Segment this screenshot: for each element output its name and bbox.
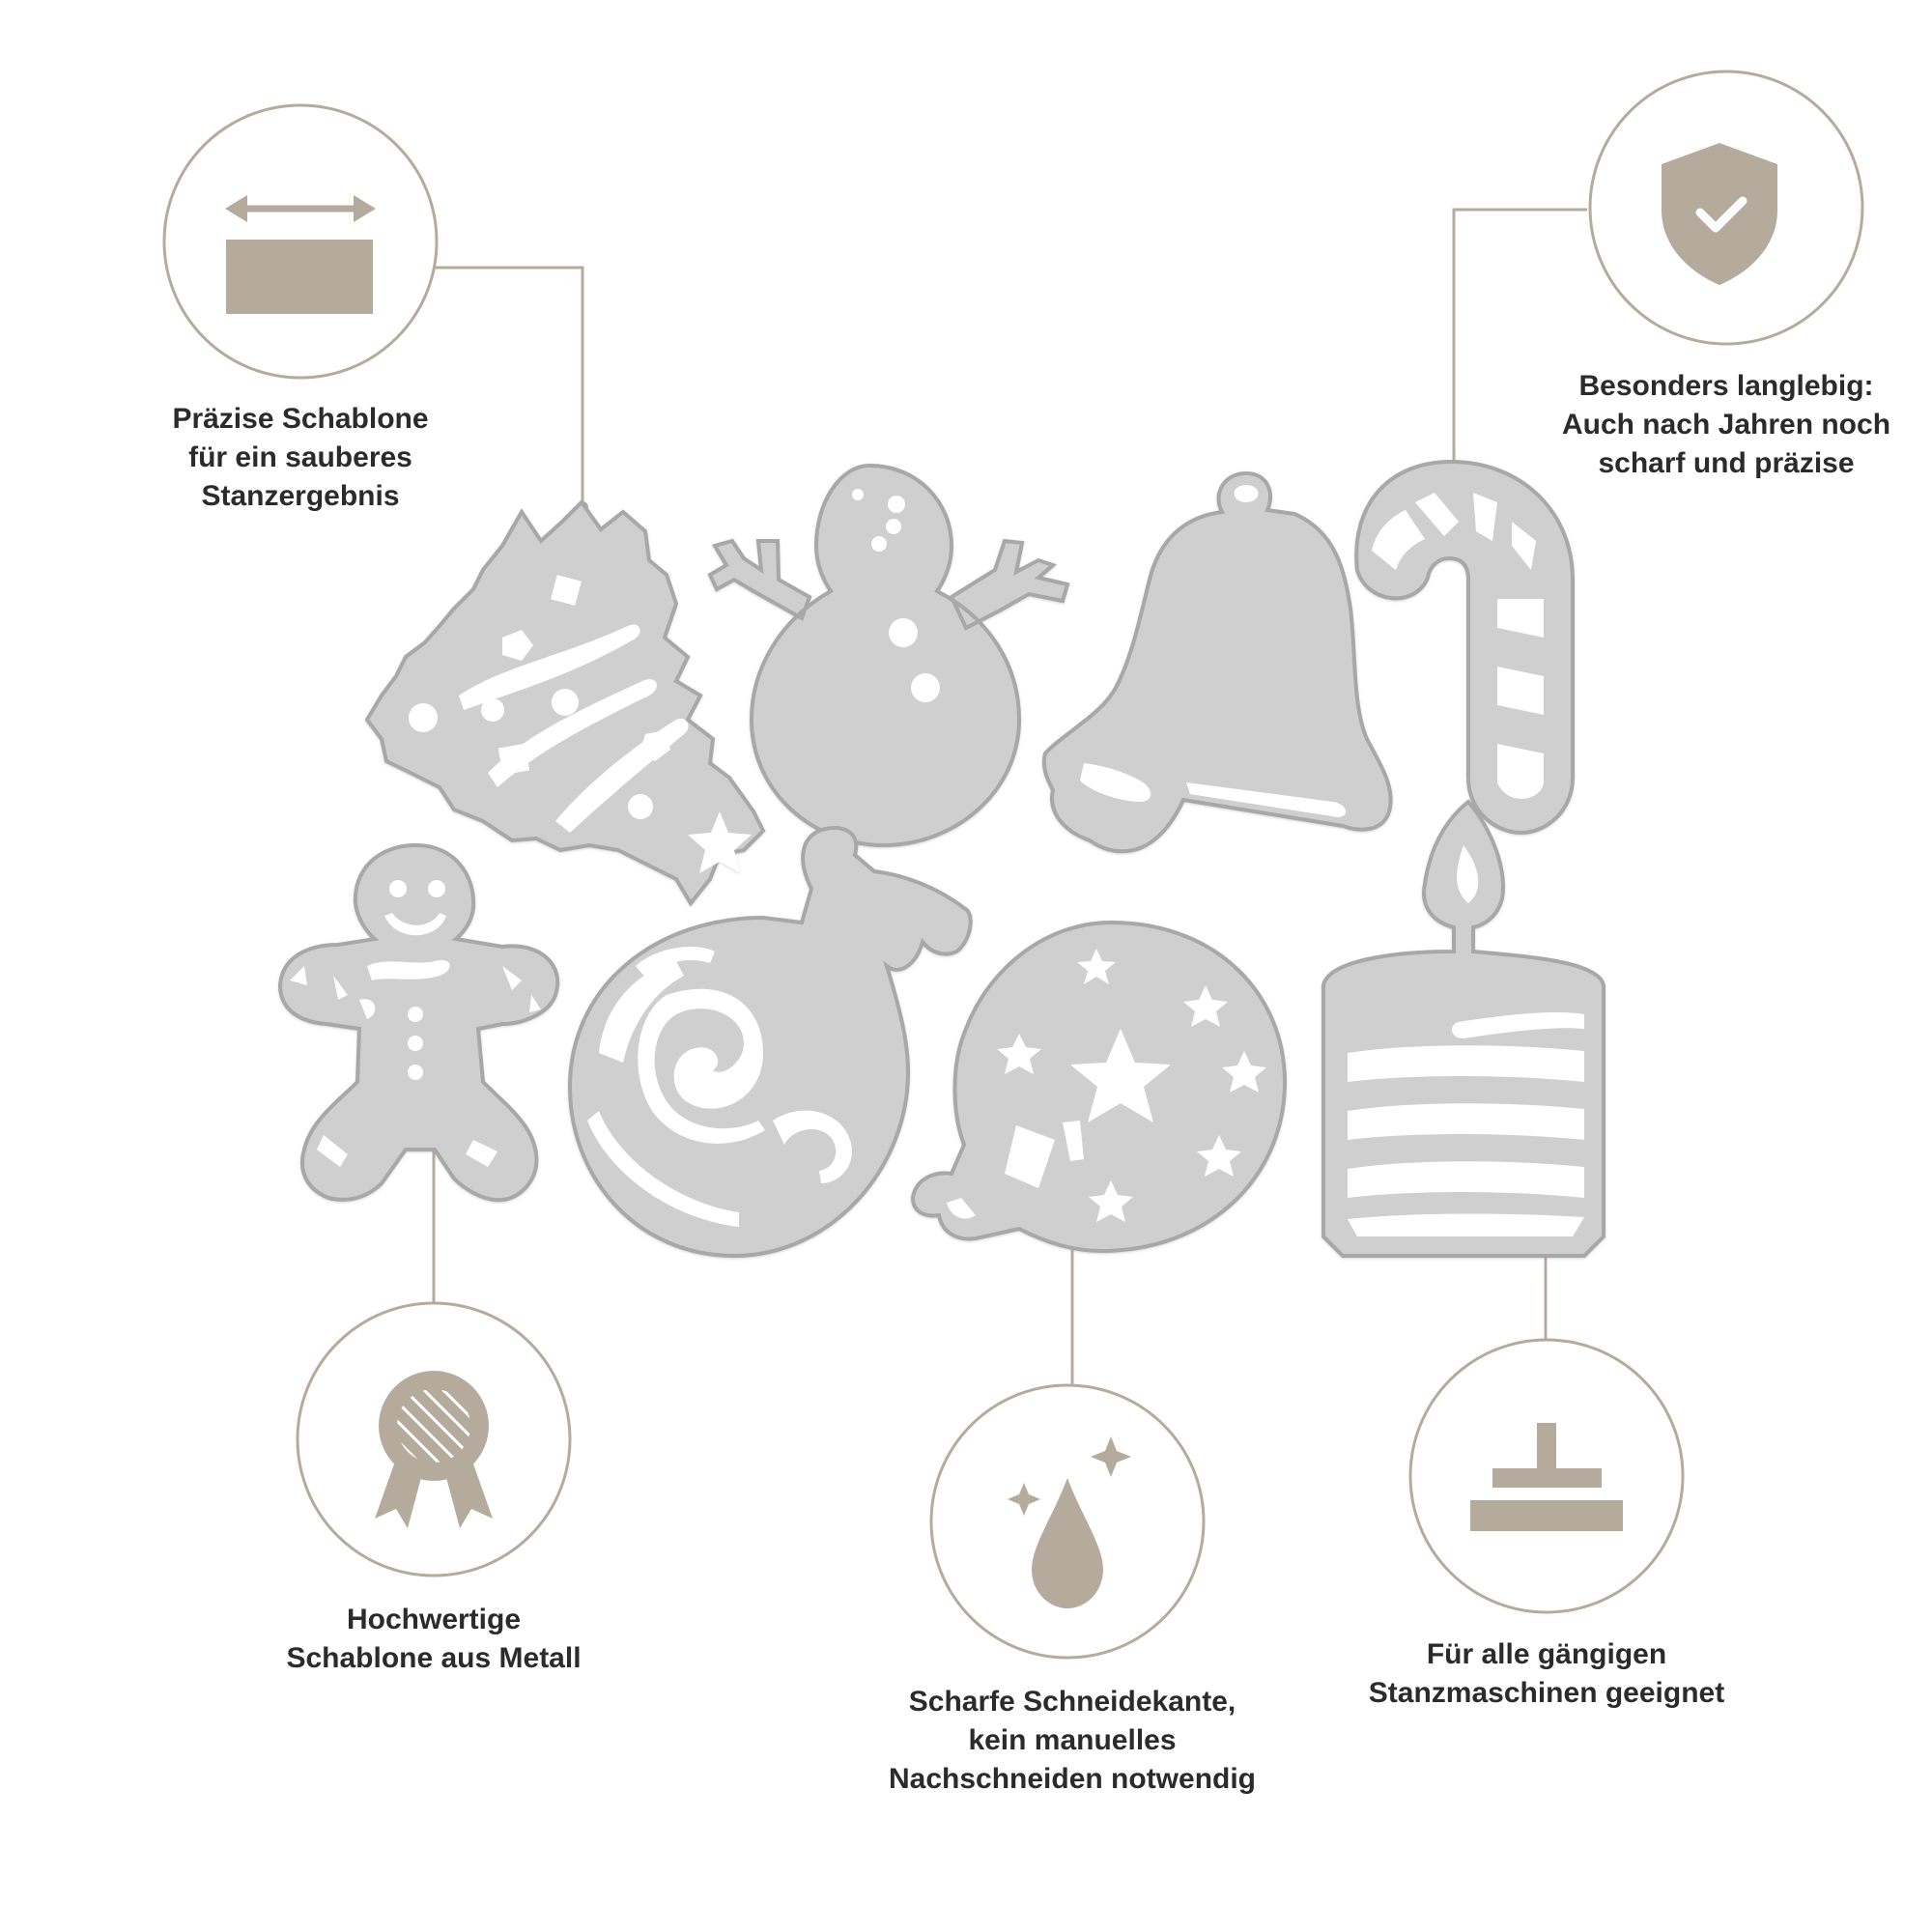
ornament-swirl-die (567, 826, 973, 1259)
caption-line: Stanzmaschinen geeignet (1368, 1677, 1725, 1709)
sharp-edge-icon (1008, 1436, 1131, 1608)
christmas-tree-die (364, 498, 766, 907)
caption-line: Besonders langlebig: (1578, 370, 1874, 402)
stamping-machine-icon (1470, 1423, 1623, 1531)
caption-line: Hochwertige (346, 1604, 522, 1635)
gingerbread-man-die (277, 842, 560, 1203)
cutting-dies (277, 459, 1605, 1259)
feature-caption-3: Hochwertige Schablone aus Metall (241, 1601, 627, 1678)
caption-line: Auch nach Jahren noch (1561, 409, 1891, 440)
caption-line: Schablone aus Metall (286, 1642, 582, 1674)
caption-line: Präzise Schablone (172, 403, 429, 435)
caption-line: scharf und präzise (1598, 447, 1855, 479)
bell-die (1041, 470, 1393, 854)
snowman-die (707, 463, 1070, 848)
caption-line: Für alle gängigen (1426, 1638, 1667, 1670)
connector-line-1 (435, 266, 584, 507)
ornament-stars-die (910, 920, 1288, 1254)
connector-line-2 (1452, 208, 1587, 469)
caption-line: Nachschneiden notwendig (888, 1763, 1257, 1795)
caption-line: Scharfe Schneidekante, (908, 1686, 1236, 1718)
caption-line: für ein sauberes (188, 441, 412, 473)
feature-caption-2: Besonders langlebig: Auch nach Jahren no… (1533, 367, 1919, 483)
shield-check-icon (1662, 143, 1777, 285)
width-dimension-icon (225, 195, 376, 314)
connector-lines (432, 208, 1587, 1384)
caption-line: Stanzergebnis (201, 480, 400, 512)
feature-caption-5: Für alle gängigen Stanzmaschinen geeigne… (1334, 1635, 1759, 1713)
candy-cane-die (1354, 459, 1575, 836)
candle-die (1321, 799, 1605, 1258)
caption-line: kein manuelles (968, 1724, 1177, 1756)
feature-caption-1: Präzise Schablone für ein sauberes Stanz… (107, 400, 494, 516)
award-medal-icon (375, 1371, 493, 1528)
feature-caption-4: Scharfe Schneidekante, kein manuelles Na… (860, 1683, 1285, 1799)
